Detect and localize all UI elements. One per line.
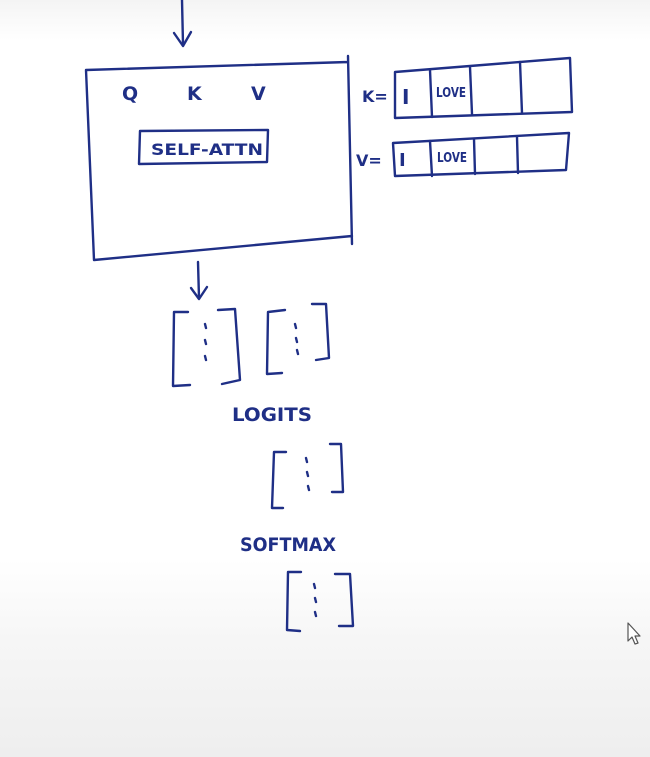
softmax-label: SOFTMAX <box>240 534 336 556</box>
q-label: Q <box>122 83 138 105</box>
k-cache-cell-1: I <box>402 85 409 109</box>
softmax-vector <box>285 570 355 633</box>
self-attn-label: SELF-ATTN <box>151 140 263 159</box>
output-vector-2 <box>265 302 331 376</box>
output-arrow <box>189 260 209 301</box>
logits-label: LOGITS <box>232 404 312 426</box>
attention-block <box>84 54 354 262</box>
k-cache-cell-2: LOVE <box>436 86 466 101</box>
v-label: V <box>251 83 266 105</box>
v-cache-row <box>391 131 571 178</box>
v-cache-cell-2: LOVE <box>437 151 467 166</box>
v-cache-cell-1: I <box>399 150 406 171</box>
self-attn-box <box>137 128 270 166</box>
k-cache-label: K= <box>362 87 388 106</box>
v-cache-label: V= <box>356 151 382 170</box>
mouse-cursor-icon <box>627 622 641 645</box>
k-cache-row <box>393 56 574 120</box>
logits-vector <box>270 442 345 510</box>
output-vector-1 <box>171 307 242 388</box>
input-arrow <box>172 0 193 48</box>
k-label: K <box>187 83 203 105</box>
